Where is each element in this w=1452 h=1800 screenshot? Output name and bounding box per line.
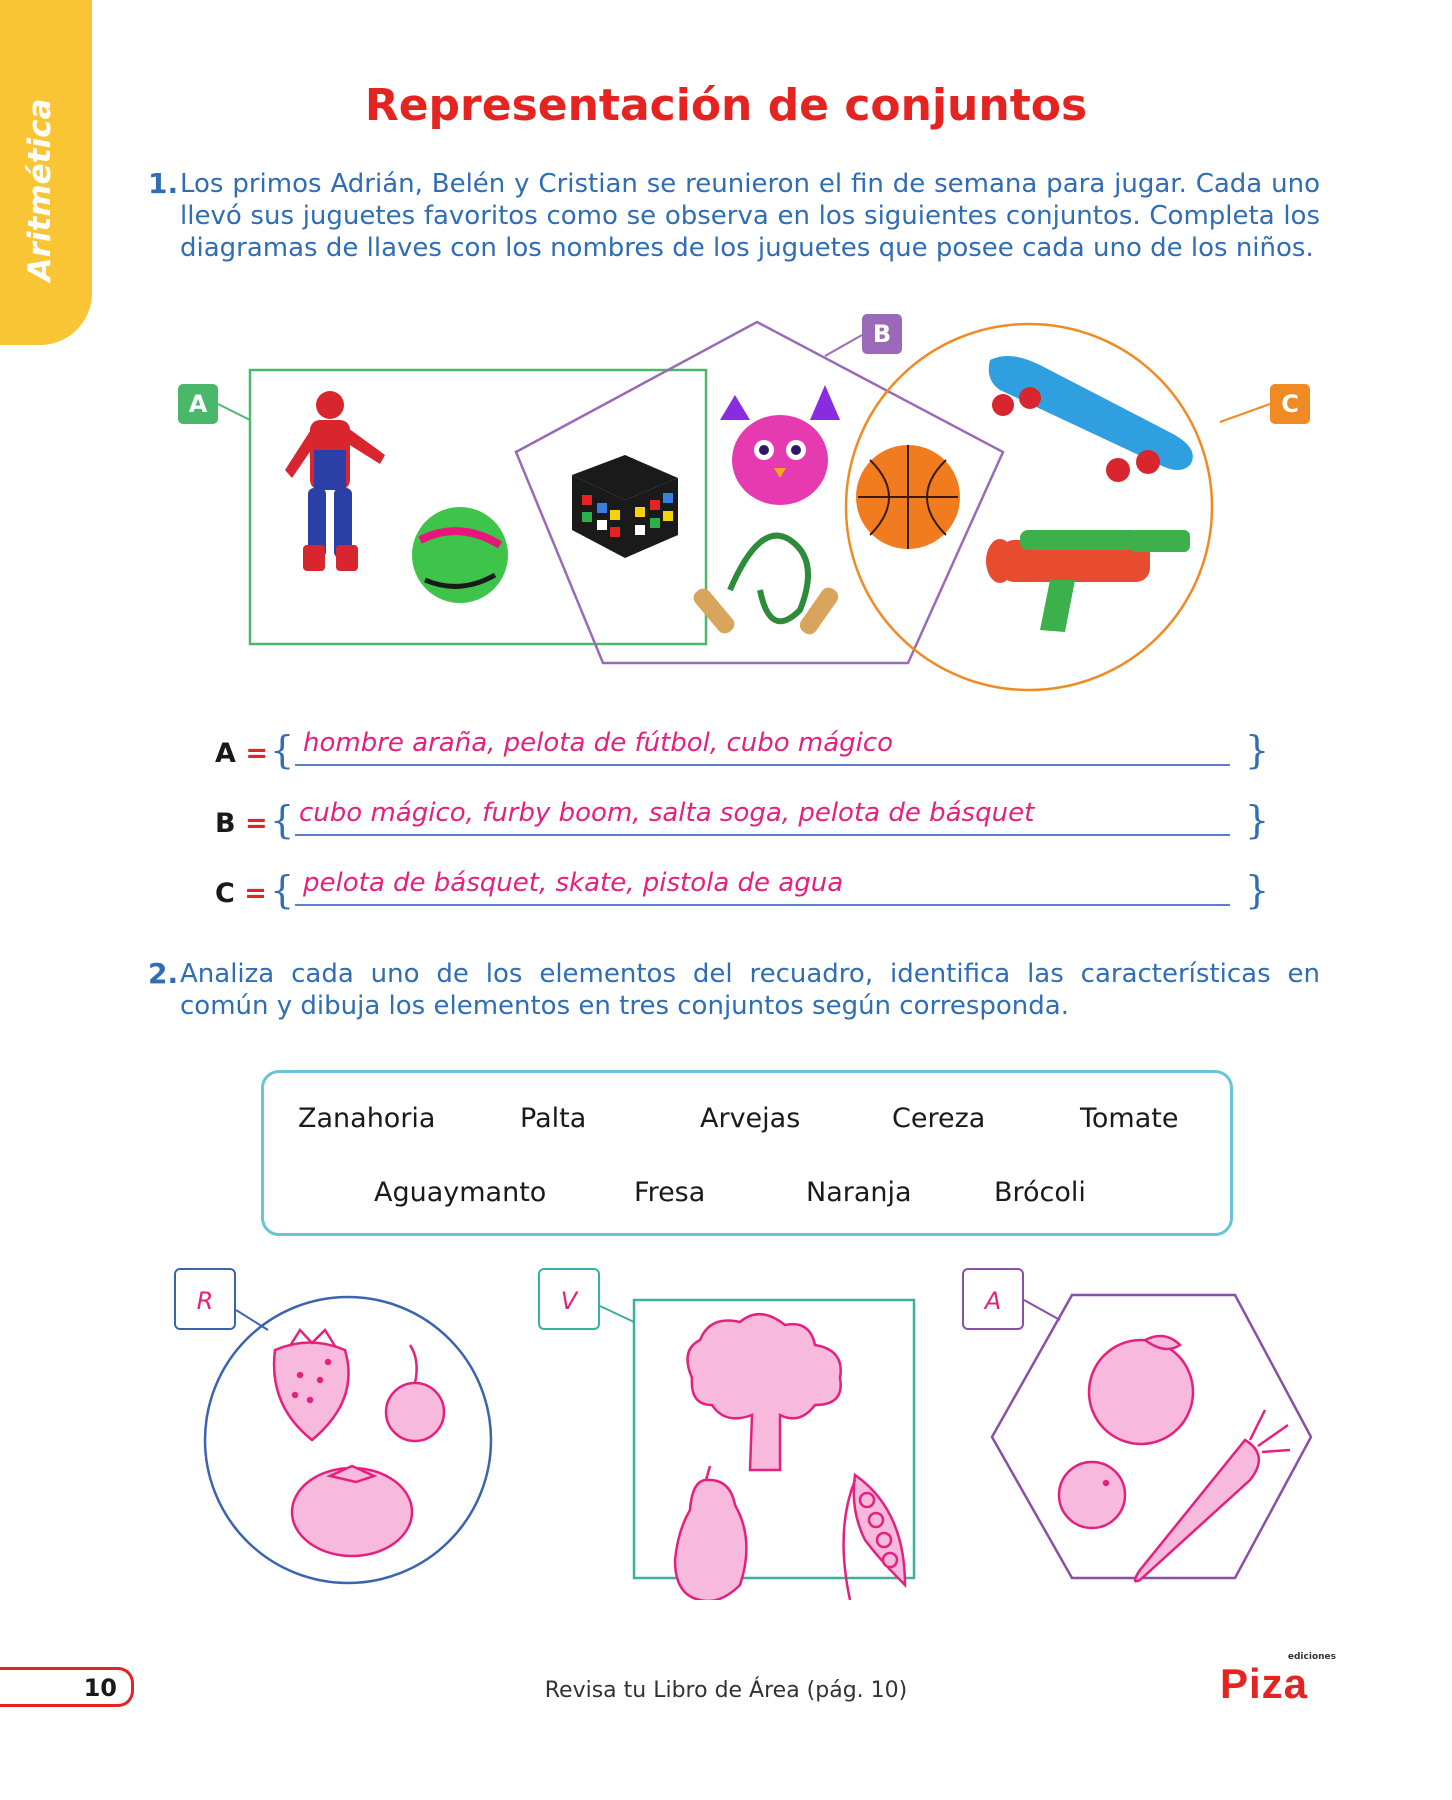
soccer-ball-icon — [412, 507, 508, 603]
water-gun-icon — [986, 530, 1190, 632]
set-c-label: C — [1270, 384, 1310, 424]
set-c-region — [844, 322, 1214, 692]
answer-b-label: B — [215, 808, 236, 839]
set-r-label: R — [174, 1268, 236, 1330]
set-a-label: A — [178, 384, 218, 424]
goldenberry-icon — [1057, 1460, 1127, 1530]
jump-rope-icon — [693, 532, 839, 635]
publisher-logo: ediciones Piza — [1218, 1652, 1338, 1707]
footer-reference: Revisa tu Libro de Área (pág. 10) — [544, 1678, 908, 1703]
answer-a-label: A — [215, 738, 236, 769]
avocado-icon — [673, 1465, 748, 1600]
broccoli-icon — [686, 1313, 842, 1472]
answer-row-b: B = { cubo mágico, furby boom, salta sog… — [215, 798, 1275, 848]
question-2-number: 2. — [148, 957, 179, 990]
answer-c-line — [295, 904, 1230, 906]
set-b-region — [514, 320, 1005, 665]
answer-a-equals: = — [245, 738, 268, 769]
word-box: Zanahoria Palta Arvejas Cereza Tomate Ag… — [261, 1070, 1233, 1236]
cherry-icon — [384, 1344, 446, 1443]
pea-pod-icon — [842, 1472, 907, 1600]
skateboard-icon — [988, 356, 1193, 482]
rubiks-cube-icon — [572, 455, 678, 558]
word-item: Tomate — [1080, 1103, 1179, 1134]
orange-icon — [1087, 1334, 1195, 1446]
word-item: Naranja — [806, 1177, 912, 1208]
word-item: Cereza — [892, 1103, 986, 1134]
set-v-region — [632, 1298, 916, 1580]
question-1-number: 1. — [148, 167, 179, 200]
answer-row-a: A = { hombre araña, pelota de fútbol, cu… — [215, 728, 1275, 778]
answer-b-line — [295, 834, 1230, 836]
word-item: Arvejas — [700, 1103, 801, 1134]
basketball-icon — [856, 445, 960, 549]
question-2: 2. Analiza cada uno de los elementos del… — [148, 958, 1320, 1022]
answer-a-close-brace: } — [1245, 728, 1270, 772]
strawberry-icon — [272, 1327, 350, 1442]
word-item: Palta — [520, 1103, 587, 1134]
answer-c-equals: = — [244, 878, 267, 909]
answer-b-open-brace: { — [270, 798, 295, 842]
question-1-text: Los primos Adrián, Belén y Cristian se r… — [180, 169, 1320, 263]
answer-a-open-brace: { — [270, 728, 295, 772]
answer-a-text[interactable]: hombre araña, pelota de fútbol, cubo mág… — [303, 728, 894, 758]
produce-sets-diagram — [203, 1293, 1313, 1600]
question-2-text: Analiza cada uno de los elementos del re… — [180, 959, 1320, 1021]
word-item: Zanahoria — [298, 1103, 436, 1134]
furby-icon — [720, 385, 840, 505]
page-title: Representación de conjuntos — [364, 80, 1088, 131]
section-tab: Aritmética — [0, 0, 92, 345]
word-item: Brócoli — [994, 1177, 1086, 1208]
set-a2-label: A — [962, 1268, 1024, 1330]
answer-c-close-brace: } — [1245, 868, 1270, 912]
answer-a-line — [295, 764, 1230, 766]
set-a2-region — [990, 1293, 1313, 1580]
answer-b-close-brace: } — [1245, 798, 1270, 842]
logo-text: Piza — [1220, 1660, 1309, 1707]
page-number: 10 — [0, 1667, 134, 1707]
set-v-label: V — [538, 1268, 600, 1330]
answer-row-c: C = { pelota de básquet, skate, pistola … — [215, 868, 1275, 918]
set-a-region — [248, 368, 708, 646]
question-1: 1. Los primos Adrián, Belén y Cristian s… — [148, 168, 1320, 264]
answer-b-text[interactable]: cubo mágico, furby boom, salta soga, pel… — [299, 798, 1035, 828]
word-item: Aguaymanto — [374, 1177, 547, 1208]
spiderman-figure-icon — [285, 391, 385, 571]
answer-c-label: C — [215, 878, 235, 909]
tomato-icon — [290, 1464, 414, 1558]
logo-small-text: ediciones — [1287, 1652, 1336, 1662]
set-r-region — [203, 1295, 493, 1585]
answer-c-text[interactable]: pelota de básquet, skate, pistola de agu… — [303, 868, 844, 898]
set-b-label: B — [862, 314, 902, 354]
toy-sets-diagram — [217, 320, 1271, 692]
answer-c-open-brace: { — [270, 868, 295, 912]
answer-b-equals: = — [245, 808, 268, 839]
carrot-icon — [1133, 1409, 1291, 1583]
word-item: Fresa — [634, 1177, 706, 1208]
